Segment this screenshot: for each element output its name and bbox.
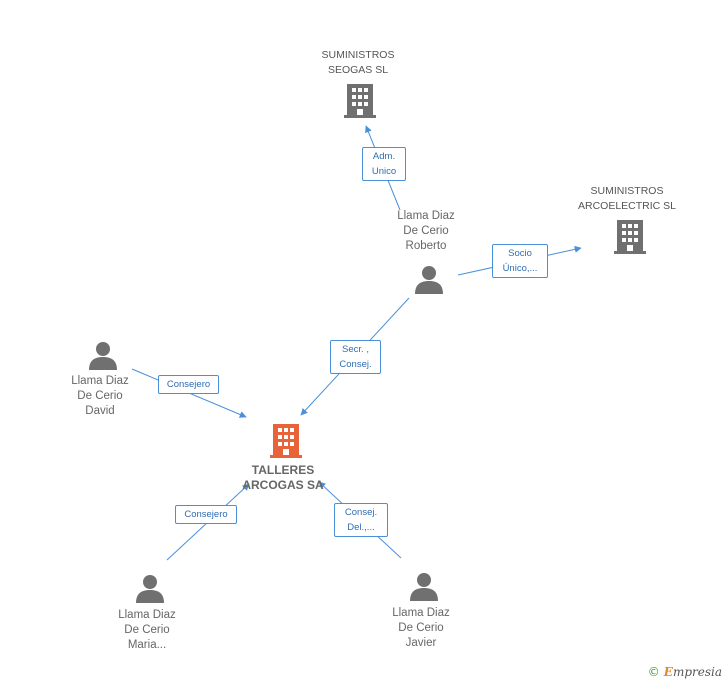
arcoelectric-building-icon[interactable] — [614, 219, 646, 259]
copyright-symbol: © — [647, 665, 660, 679]
relation-label-roberto-seogas: Adm. Unico — [362, 147, 406, 181]
relation-label-roberto-arcoelectric: Socio Único,... — [492, 244, 548, 278]
relation-label-david-center: Consejero — [158, 375, 219, 394]
maria-person-label[interactable]: Llama Diaz De Cerio Maria... — [118, 609, 176, 651]
relation-label-maria-center: Consejero — [175, 505, 237, 524]
center-company-label[interactable]: TALLERES ARCOGAS SA — [242, 463, 324, 492]
maria-person-icon[interactable] — [135, 574, 165, 609]
relation-label-javier-center: Consej. Del.,... — [334, 503, 388, 537]
center-building-icon[interactable] — [270, 423, 302, 463]
roberto-person-label[interactable]: Llama Diaz De Cerio Roberto — [397, 210, 455, 252]
javier-person-icon[interactable] — [409, 572, 439, 607]
empresia-logo: ©Empresia — [648, 665, 722, 679]
javier-person-label[interactable]: Llama Diaz De Cerio Javier — [392, 607, 450, 649]
seogas-company-label[interactable]: SUMINISTROS SEOGAS SL — [321, 49, 395, 76]
relation-label-roberto-center: Secr. , Consej. — [330, 340, 381, 374]
david-person-label[interactable]: Llama Diaz De Cerio David — [71, 375, 129, 417]
roberto-person-icon[interactable] — [414, 265, 444, 300]
seogas-building-icon[interactable] — [344, 83, 376, 123]
brand-initial: E — [663, 665, 673, 679]
arcoelectric-company-label[interactable]: SUMINISTROS ARCOELECTRIC SL — [577, 185, 677, 212]
brand-rest: mpresia — [672, 665, 722, 679]
david-person-icon[interactable] — [88, 341, 118, 376]
